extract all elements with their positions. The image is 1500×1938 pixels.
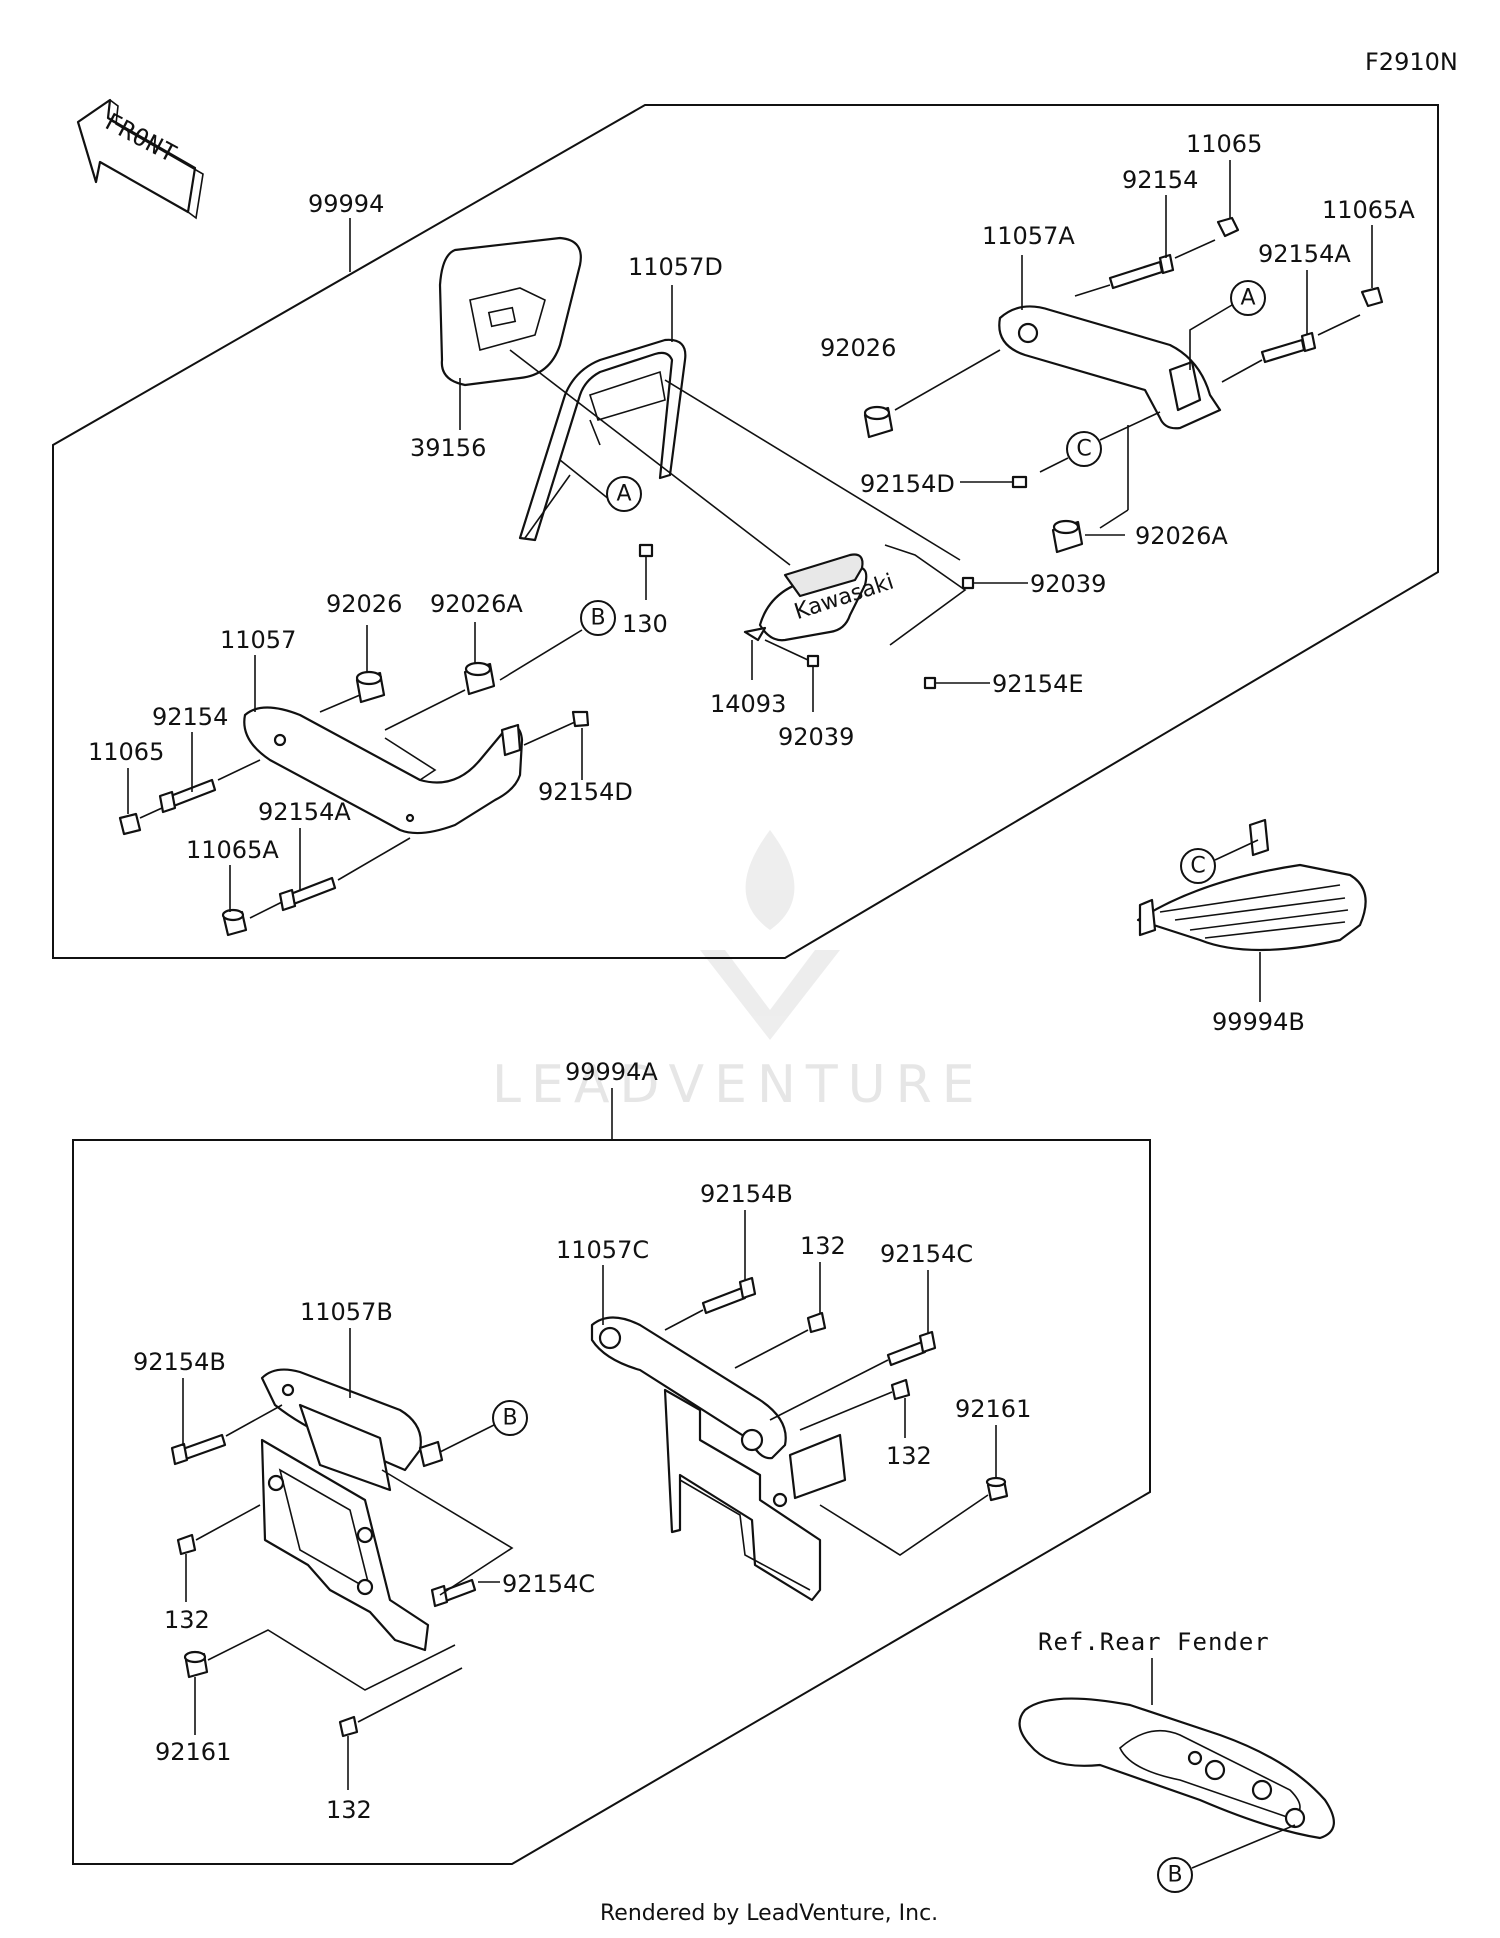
label-92026-right: 92026 <box>820 334 896 362</box>
label-39156: 39156 <box>410 434 486 462</box>
screw-132-d <box>338 1715 359 1738</box>
nut-11065-right <box>1216 216 1240 238</box>
callout-a-left: A <box>606 476 642 512</box>
label-11065A-right: 11065A <box>1322 196 1415 224</box>
label-99994B: 99994B <box>1212 1008 1305 1036</box>
spacer-92026-left <box>355 670 386 704</box>
label-92154D-left: 92154D <box>538 778 633 806</box>
footer-credit: Rendered by LeadVenture, Inc. <box>600 1901 938 1926</box>
label-92039-a: 92039 <box>1030 570 1106 598</box>
label-14093: 14093 <box>710 690 786 718</box>
lower-kit-frame <box>72 1139 1151 1865</box>
screw-132-a <box>806 1311 827 1334</box>
nut-11065A-right <box>1360 286 1384 308</box>
label-11065-right: 11065 <box>1186 130 1262 158</box>
upper-kit-frame <box>52 104 1439 959</box>
figure-id: F2910N <box>1365 48 1458 76</box>
label-92154B-left: 92154B <box>133 1348 226 1376</box>
svg-text:B: B <box>590 606 605 631</box>
label-92154-left: 92154 <box>152 703 228 731</box>
label-92161-right: 92161 <box>955 1395 1031 1423</box>
bolt-92154B-right <box>701 1276 757 1315</box>
svg-text:B: B <box>502 1406 517 1431</box>
callout-b-lower: B <box>492 1400 528 1436</box>
callout-a-right: A <box>1230 280 1266 316</box>
luggage-rack <box>1136 818 1367 952</box>
label-92154B-right: 92154B <box>700 1180 793 1208</box>
label-11065-left: 11065 <box>88 738 164 766</box>
callout-c-rack: C <box>1180 848 1216 884</box>
label-132-d: 132 <box>326 1796 372 1824</box>
bolt-92154B-left <box>170 1433 227 1466</box>
label-130: 130 <box>622 610 668 638</box>
clip-14093 <box>743 626 767 642</box>
label-92154-right: 92154 <box>1122 166 1198 194</box>
label-92161-left: 92161 <box>155 1738 231 1766</box>
label-11057: 11057 <box>220 626 296 654</box>
svg-text:B: B <box>1167 1863 1182 1888</box>
label-132-a: 132 <box>800 1232 846 1260</box>
label-11057C: 11057C <box>556 1236 649 1264</box>
label-11065A-left: 11065A <box>186 836 279 864</box>
callout-b-fender: B <box>1157 1857 1193 1893</box>
screw-92039-a <box>961 576 975 590</box>
bolt-92154-left <box>158 778 217 814</box>
screw-132-b <box>890 1378 911 1401</box>
label-11057A: 11057A <box>982 222 1075 250</box>
bolt-92154C-left <box>430 1578 477 1608</box>
label-92154C-right: 92154C <box>880 1240 973 1268</box>
nut-92161-right <box>985 1476 1009 1502</box>
bolt-92154A-left <box>278 876 337 912</box>
reference-label: Ref.Rear Fender <box>1038 1628 1270 1656</box>
callout-b-upper: B <box>580 600 616 636</box>
spacer-92026-right <box>863 405 894 439</box>
label-92026A-right: 92026A <box>1135 522 1228 550</box>
bolt-130 <box>638 543 654 600</box>
watermark-logo <box>700 830 840 1040</box>
side-plate-11057C <box>590 1316 847 1602</box>
label-11057B: 11057B <box>300 1298 393 1326</box>
svg-text:A: A <box>1240 286 1255 311</box>
screw-92039-b <box>806 654 820 668</box>
screw-92154D-left <box>571 710 590 728</box>
nut-92161-left <box>183 1650 209 1679</box>
watermark-text: LEADVENTURE <box>492 1055 985 1115</box>
screw-92154D-right <box>1011 475 1028 489</box>
label-92026-left: 92026 <box>326 590 402 618</box>
backrest-pad <box>438 236 582 387</box>
front-arrow-icon: FRONT <box>76 98 204 220</box>
nut-11065A-left <box>221 908 248 937</box>
side-plate-right <box>998 305 1222 430</box>
screw-132-c <box>176 1533 197 1556</box>
label-92154C-left: 92154C <box>502 1570 595 1598</box>
svg-text:A: A <box>616 482 631 507</box>
nut-11065-left <box>118 812 142 836</box>
label-92154E: 92154E <box>992 670 1084 698</box>
screw-92154E <box>923 676 937 690</box>
label-132-c: 132 <box>164 1606 210 1634</box>
svg-text:C: C <box>1076 437 1091 462</box>
bolt-92154C-right <box>886 1330 937 1367</box>
bolt-92154A-right <box>1260 331 1317 364</box>
label-92154A-right: 92154A <box>1258 240 1351 268</box>
spacer-92026A-left <box>463 661 496 696</box>
label-99994A: 99994A <box>565 1058 658 1086</box>
callout-c-upper: C <box>1066 431 1102 467</box>
label-99994: 99994 <box>308 190 384 218</box>
label-92154D-right: 92154D <box>860 470 955 498</box>
spacer-92026A-right <box>1051 519 1084 554</box>
label-11057D: 11057D <box>628 253 723 281</box>
svg-text:C: C <box>1190 854 1205 879</box>
backrest-frame <box>518 338 687 542</box>
label-92154A-left: 92154A <box>258 798 351 826</box>
emblem-plate: Kawasaki <box>758 553 897 642</box>
side-plate-11057B <box>260 1368 444 1652</box>
label-92039-b: 92039 <box>778 723 854 751</box>
bolt-92154-right <box>1108 253 1175 290</box>
label-92026A-left: 92026A <box>430 590 523 618</box>
rear-fender <box>1018 1697 1335 1840</box>
label-132-b: 132 <box>886 1442 932 1470</box>
